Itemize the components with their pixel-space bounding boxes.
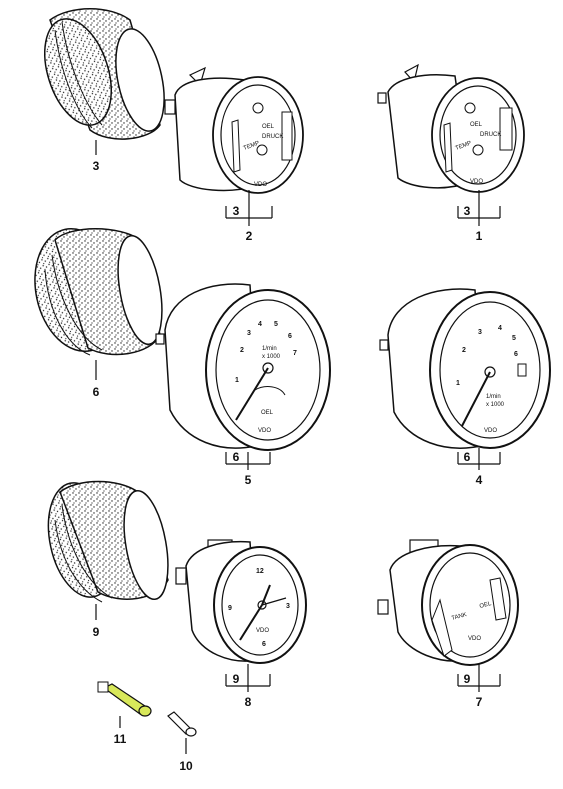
tach-numeral: 1 [235,377,239,384]
tach-numeral: 3 [247,330,251,337]
oel-label: OEL [261,410,274,416]
vdo-label: VDO [484,428,497,434]
tach-numeral: 5 [512,335,516,342]
clock-numeral: 9 [228,605,232,612]
callout-3: 3 [93,159,100,173]
gauge-tachometer-5[interactable]: 2 3 4 5 6 7 1 1/min x 1000 OEL VDO [155,283,331,451]
vdo-label: VDO [258,428,271,434]
callout-11: 11 [114,732,127,746]
callout-9: 9 [93,625,100,639]
callout-bracket [457,448,501,470]
callout-bracket [457,664,501,692]
callout-6: 6 [233,450,240,464]
callout-3: 3 [464,204,471,218]
gauge-oil-temp-pressure-1[interactable]: TEMP OEL DRUCK VDO [377,63,525,193]
oel-label: OEL [479,601,493,610]
tach-numeral: 4 [498,325,502,332]
callout-9: 9 [233,672,240,686]
vdo-label: VDO [468,636,481,642]
gauge-tachometer-4[interactable]: 1 2 3 4 5 6 1/min x 1000 VDO [379,288,551,449]
oel-label: OEL [262,124,275,130]
callout-10: 10 [179,759,193,773]
bezel-ring-9[interactable] [39,477,176,604]
rpm-scale-label: x 1000 [262,354,281,360]
tach-numeral: 7 [293,350,297,357]
callout-7: 7 [476,695,483,709]
tach-numeral: 1 [456,380,460,387]
callout-4: 4 [476,473,483,487]
callout-8: 8 [245,695,252,709]
tach-numeral: 6 [514,351,518,358]
bezel-ring-3[interactable] [32,8,172,140]
gauge-clock-8[interactable]: 12 3 6 9 VDO [175,539,307,664]
callout-6: 6 [93,385,100,399]
callout-9: 9 [464,672,471,686]
tach-numeral: 2 [240,347,244,354]
callout-6: 6 [464,450,471,464]
druck-label: DRUCK [262,134,283,140]
clock-numeral: 12 [256,568,264,575]
rpm-unit-label: 1/min [486,394,501,400]
tach-numeral: 2 [462,347,466,354]
callout-2: 2 [246,229,253,243]
vdo-label: VDO [254,182,267,188]
gauge-oil-temp-pressure-2[interactable]: TEMP OEL DRUCK VDO [164,66,304,194]
temp-label: TEMP [455,141,473,152]
tank-label: TANK [451,612,468,622]
vdo-label: VDO [470,179,483,185]
tach-numeral: 4 [258,321,262,328]
oel-label: OEL [470,122,483,128]
callout-5: 5 [245,473,252,487]
vdo-label: VDO [256,628,269,634]
callout-3: 3 [233,204,240,218]
clock-numeral: 6 [262,641,266,648]
bulb-10[interactable] [167,711,197,737]
rpm-scale-label: x 1000 [486,402,505,408]
tach-numeral: 5 [274,321,278,328]
callout-bracket [457,190,501,226]
rpm-unit-label: 1/min [262,346,277,352]
tach-numeral: 6 [288,333,292,340]
lamp-socket-11[interactable] [97,681,152,717]
callout-bracket [225,664,271,692]
bezel-ring-6[interactable] [24,221,169,360]
tach-numeral: 3 [478,329,482,336]
druck-label: DRUCK [480,132,501,138]
callout-bracket [225,190,273,226]
gauge-fuel-oil-level-7[interactable]: TANK OEL VDO [377,539,519,666]
callout-bracket [225,452,271,470]
callout-1: 1 [476,229,483,243]
clock-numeral: 3 [286,603,290,610]
temp-label: TEMP [243,141,261,152]
